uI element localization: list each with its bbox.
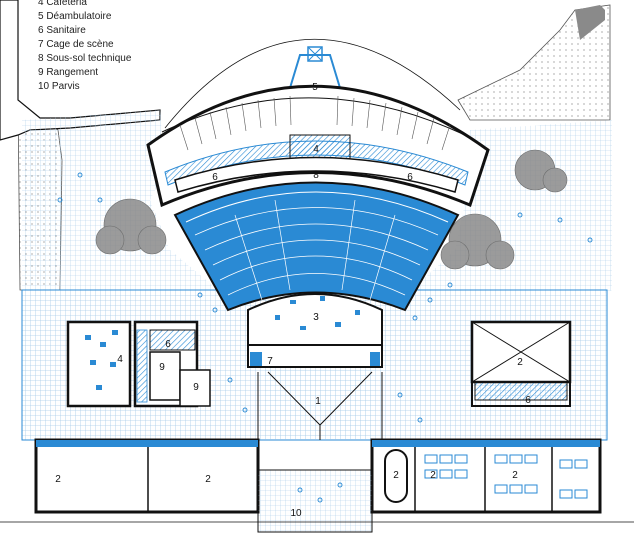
ring-building bbox=[146, 84, 490, 208]
label-2-bottom-e: 2 bbox=[512, 470, 518, 481]
label-6-right: 6 bbox=[407, 172, 413, 183]
legend-item: 4 Cafétéria bbox=[38, 0, 87, 8]
people-markers bbox=[57, 172, 593, 503]
legend-item: 9 Rangement bbox=[38, 67, 99, 78]
classrooms-bottom bbox=[34, 438, 602, 514]
label-6-block: 6 bbox=[165, 339, 171, 350]
label-6-left: 6 bbox=[212, 172, 218, 183]
legend-item: 7 Cage de scène bbox=[38, 39, 114, 50]
trees bbox=[95, 149, 568, 270]
cafeteria-left bbox=[66, 320, 211, 408]
label-3: 3 bbox=[313, 312, 319, 323]
label-2-bottom-c: 2 bbox=[393, 470, 399, 481]
legend-item: 6 Sanitaire bbox=[38, 25, 86, 36]
label-7: 7 bbox=[267, 356, 273, 367]
room-labels: 5 4 8 6 6 3 7 1 4 6 9 9 2 6 2 2 2 2 2 10 bbox=[55, 82, 531, 519]
label-6-pavilion: 6 bbox=[525, 395, 531, 406]
label-8: 8 bbox=[313, 170, 319, 181]
label-4-cafe: 4 bbox=[313, 144, 319, 155]
label-2-bottom-b: 2 bbox=[205, 474, 211, 485]
label-5: 5 bbox=[312, 82, 318, 93]
label-4-left: 4 bbox=[117, 354, 123, 365]
parvis bbox=[0, 469, 634, 533]
stage bbox=[247, 293, 383, 368]
landscape-right bbox=[457, 4, 611, 121]
label-9-a: 9 bbox=[159, 362, 165, 373]
pavilion-right bbox=[470, 320, 572, 407]
label-9-b: 9 bbox=[193, 382, 199, 393]
label-2-bottom-a: 2 bbox=[55, 474, 61, 485]
label-2-bottom-d: 2 bbox=[430, 470, 436, 481]
legend-item: 10 Parvis bbox=[38, 81, 80, 92]
label-1: 1 bbox=[315, 396, 321, 407]
label-10: 10 bbox=[290, 508, 302, 519]
label-2-pavilion: 2 bbox=[517, 357, 523, 368]
legend-item: 5 Déambulatoire bbox=[38, 11, 112, 22]
legend: 4 Cafétéria 5 Déambulatoire 6 Sanitaire … bbox=[38, 0, 131, 94]
legend-item: 8 Sous-sol technique bbox=[38, 53, 132, 64]
auditorium-seating bbox=[173, 181, 460, 312]
